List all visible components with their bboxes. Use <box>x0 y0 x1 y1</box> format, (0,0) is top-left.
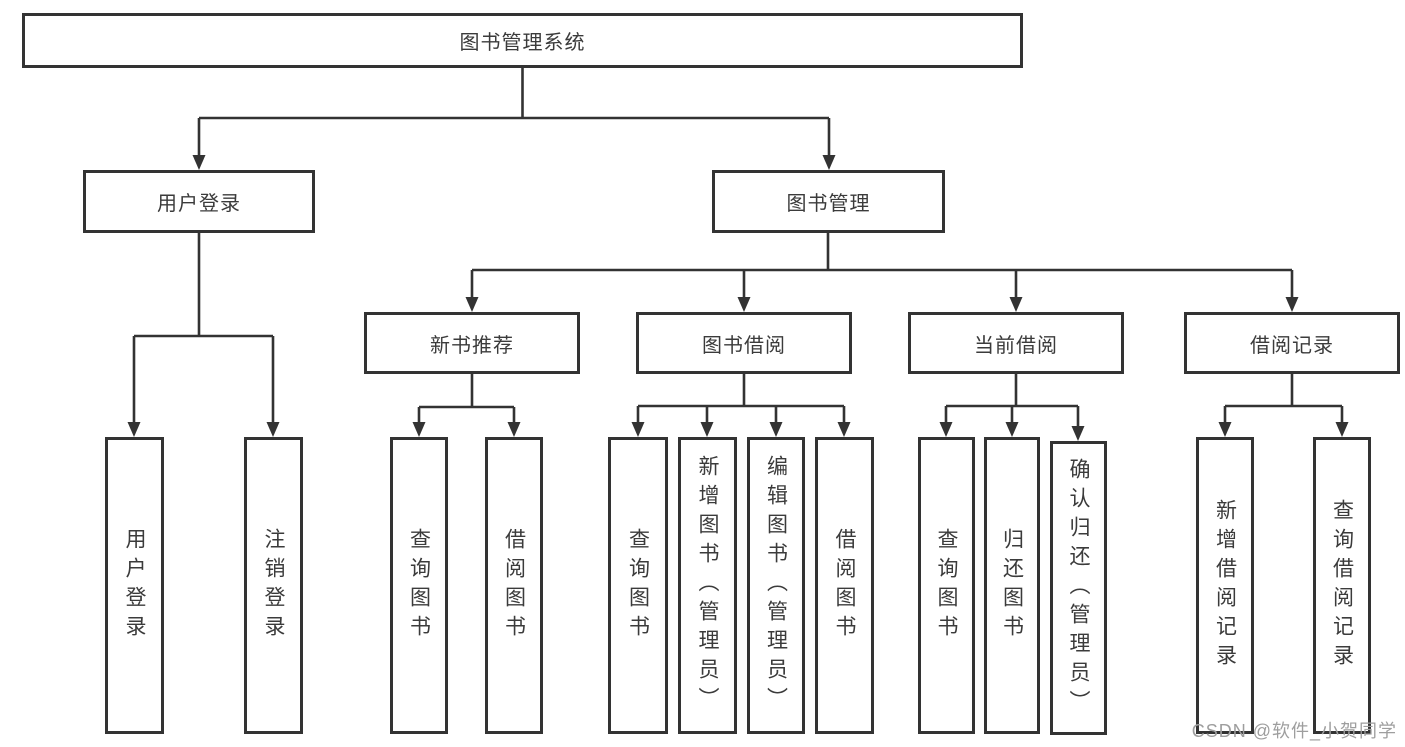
leaf-query-books-borrow: 查询图书 <box>608 437 668 734</box>
node-new-book-recommendation: 新书推荐 <box>364 312 580 374</box>
leaf-edit-book-admin: 编辑图书（管理员） <box>747 437 805 734</box>
leaf-query-books-recommend: 查询图书 <box>390 437 448 734</box>
leaf-return-book: 归还图书 <box>984 437 1040 734</box>
arrowheads <box>127 155 1349 441</box>
node-borrowing-records: 借阅记录 <box>1184 312 1400 374</box>
node-book-management: 图书管理 <box>712 170 945 233</box>
leaf-add-book-admin: 新增图书（管理员） <box>678 437 737 734</box>
leaf-add-borrow-record: 新增借阅记录 <box>1196 437 1254 734</box>
csdn-watermark: CSDN @软件_小贺同学 <box>1191 721 1397 741</box>
leaf-confirm-return-admin: 确认归还（管理员） <box>1050 441 1107 735</box>
node-user-login: 用户登录 <box>83 170 315 233</box>
leaf-query-borrow-record: 查询借阅记录 <box>1313 437 1371 734</box>
node-current-borrowing: 当前借阅 <box>908 312 1124 374</box>
leaf-borrow-books-borrow: 借阅图书 <box>815 437 874 734</box>
node-book-borrowing: 图书借阅 <box>636 312 852 374</box>
leaf-logout: 注销登录 <box>244 437 303 734</box>
node-library-management-system: 图书管理系统 <box>22 13 1023 68</box>
leaf-borrow-books-recommend: 借阅图书 <box>485 437 543 734</box>
leaf-user-login: 用户登录 <box>105 437 164 734</box>
leaf-query-books-current: 查询图书 <box>918 437 975 734</box>
